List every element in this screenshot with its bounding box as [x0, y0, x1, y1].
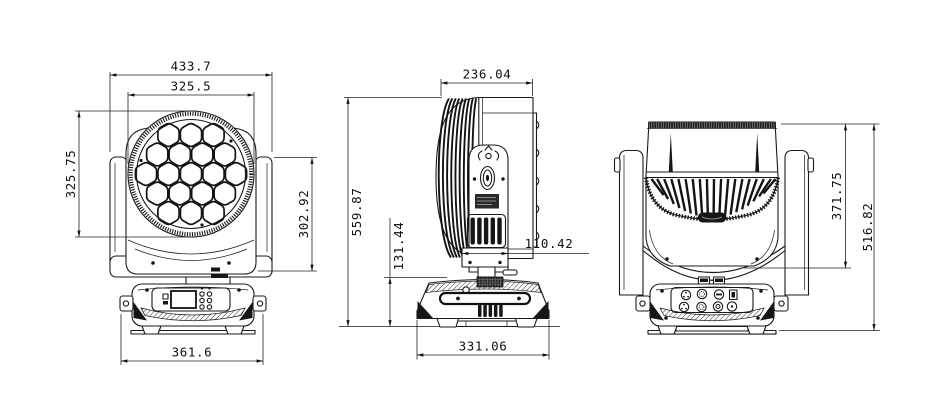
dim-text: 361.6	[172, 345, 213, 360]
dim-side-head-depth: 236.04	[440, 67, 533, 96]
front-view: 433.7 325.5 325.75 302.92 361.6	[63, 59, 317, 365]
dim-text: 325.75	[63, 150, 78, 199]
connector-xlr-2	[696, 288, 708, 300]
connector-xlr-4	[696, 301, 707, 313]
dim-front-lens-width: 325.5	[127, 79, 255, 164]
connector-xlr-3	[678, 301, 690, 313]
rear-head	[644, 121, 780, 267]
dim-rear-head-height: 371.75	[744, 123, 880, 269]
rear-base	[635, 283, 789, 335]
dim-text: 302.92	[296, 190, 311, 239]
dim-front-overall-width: 433.7	[109, 59, 273, 152]
dim-side-base-height: 131.44	[384, 218, 447, 327]
side-view: 236.04 559.87 131.44 110.42 331.06	[339, 67, 589, 360]
rear-fins	[650, 178, 777, 219]
dim-text: 131.44	[391, 222, 406, 271]
dim-text: 110.42	[525, 236, 574, 251]
connector-round-2	[726, 301, 738, 312]
dim-side-base-depth: 331.06	[416, 320, 550, 360]
dim-rear-yoke-height: 516.82	[779, 124, 880, 331]
base-handle-left	[119, 295, 134, 312]
dim-side-total-height: 559.87	[344, 97, 442, 327]
dim-text: 559.87	[349, 188, 364, 237]
front-lens-array	[134, 118, 248, 230]
dim-text: 516.82	[860, 203, 875, 252]
dim-text: 371.75	[829, 172, 844, 221]
dim-front-lens-height: 325.75	[63, 110, 197, 238]
side-base	[416, 276, 550, 328]
display-screen	[170, 290, 197, 309]
base-handle-right	[252, 295, 267, 312]
dim-text: 325.5	[171, 79, 212, 94]
connector-power	[713, 289, 725, 300]
rear-view: 371.75 516.82	[613, 121, 880, 335]
dim-front-base-width: 361.6	[120, 314, 264, 365]
dim-text: 331.06	[459, 339, 508, 354]
menu-buttons	[199, 287, 213, 310]
rear-yoke	[613, 149, 815, 296]
dim-side-arm-width: 110.42	[462, 236, 589, 256]
base-handle-right	[773, 295, 789, 312]
connector-xlr-1	[680, 289, 692, 301]
front-base	[119, 283, 267, 335]
side-handle-bar	[438, 291, 532, 306]
connector-panel	[670, 286, 754, 314]
dim-text: 236.04	[463, 67, 512, 82]
dim-front-head-height: 302.92	[258, 157, 317, 272]
base-handle-left	[635, 295, 651, 312]
side-yoke-arm	[461, 144, 518, 278]
emblem	[485, 152, 492, 160]
dim-text: 433.7	[171, 59, 212, 74]
power-switch	[728, 289, 738, 301]
connector-round-1	[712, 301, 724, 312]
